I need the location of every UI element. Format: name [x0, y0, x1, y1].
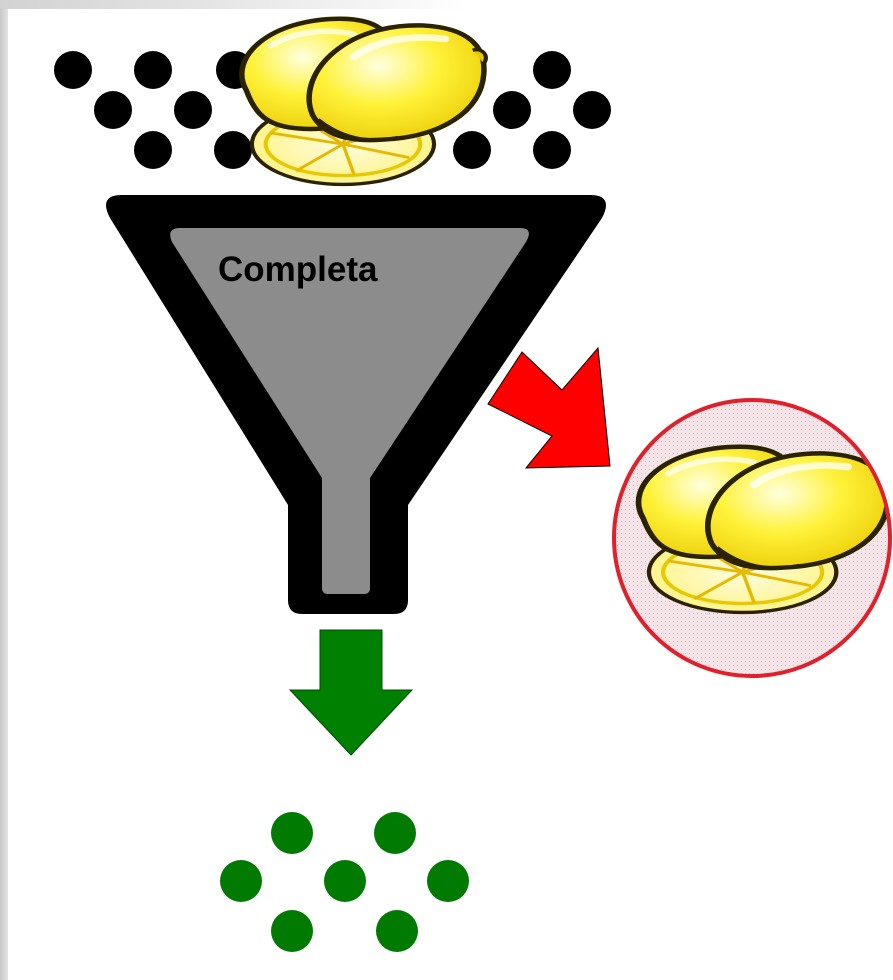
output-particle	[374, 812, 416, 854]
input-particle	[533, 131, 571, 169]
input-particle	[493, 91, 531, 129]
output-particle	[271, 910, 313, 952]
input-particle	[94, 91, 132, 129]
output-particle	[271, 812, 313, 854]
output-particles	[220, 812, 469, 952]
output-particle	[376, 910, 418, 952]
lemon-cluster-icon	[242, 19, 486, 185]
rejected-items-circle	[614, 400, 890, 676]
output-particle	[220, 860, 262, 902]
input-particle	[573, 91, 611, 129]
output-particle	[324, 860, 366, 902]
arrow-down-icon	[290, 630, 412, 755]
output-particle	[427, 860, 469, 902]
input-particle	[134, 131, 172, 169]
input-particle	[134, 51, 172, 89]
input-particle	[174, 91, 212, 129]
input-particle	[533, 51, 571, 89]
funnel-label: Completa	[218, 250, 377, 290]
input-particle	[453, 131, 491, 169]
input-particle	[214, 131, 252, 169]
input-particle	[54, 51, 92, 89]
arrow-diagonal-icon	[488, 348, 610, 468]
